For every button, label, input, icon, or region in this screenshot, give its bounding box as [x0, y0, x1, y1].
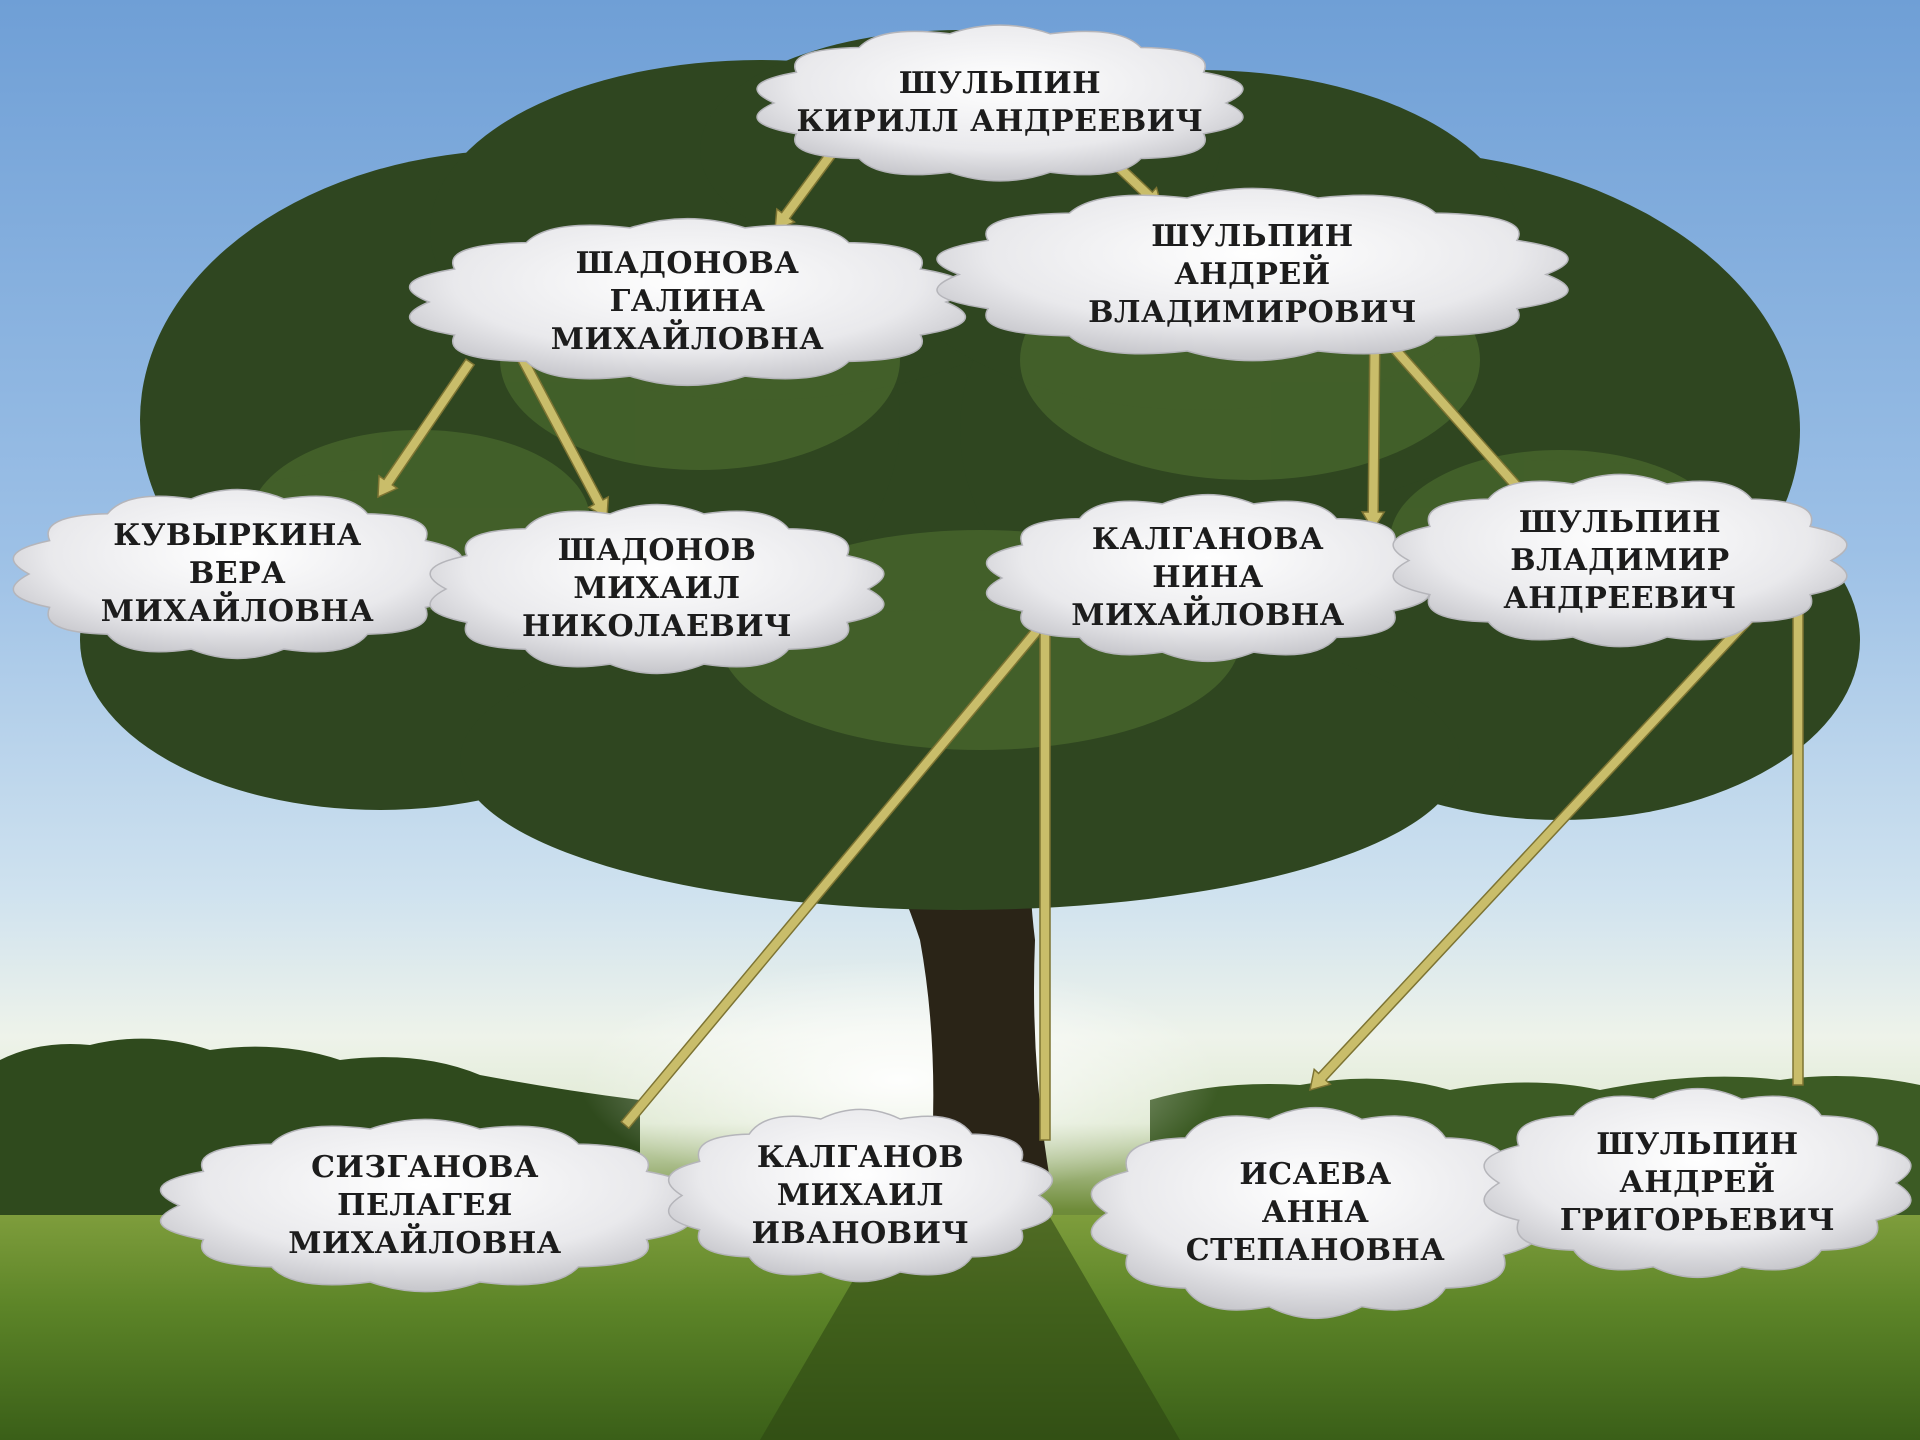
name-line: КИРИЛЛ АНДРЕЕВИЧ: [796, 104, 1204, 139]
name-line: ГРИГОРЬЕВИЧ: [1559, 1203, 1836, 1238]
cloud-shape: [408, 217, 967, 387]
name-line: ИСАЕВА: [1239, 1157, 1392, 1192]
name-line: АННА: [1261, 1195, 1370, 1230]
connector-arrow: [377, 358, 476, 499]
connector-arrow: [516, 354, 610, 520]
name-line: ШАДОНОВ: [557, 533, 757, 568]
cloud-shape: [985, 493, 1431, 663]
name-line: ВЛАДИМИР: [1510, 542, 1730, 578]
cloud-shape: [1090, 1106, 1541, 1320]
name-line: НИКОЛАЕВИЧ: [521, 609, 793, 644]
cloud-shape: [159, 1118, 691, 1293]
cloud-shape: [668, 1108, 1053, 1283]
name-line: МИХАЙЛОВНА: [1071, 598, 1345, 633]
connector-arrow: [1309, 548, 1815, 1092]
connector-arrow: [1039, 624, 1051, 1141]
name-line: МИХАЙЛОВНА: [550, 322, 825, 357]
name-line: АНДРЕЕВИЧ: [1503, 580, 1737, 616]
name-line: СТЕПАНОВНА: [1185, 1233, 1446, 1268]
name-line: МИХАЙЛОВНА: [288, 1225, 562, 1261]
name-line: АНДРЕЙ: [1174, 256, 1331, 292]
name-line: ПЕЛАГЕЯ: [337, 1187, 513, 1223]
name-line: ГАЛИНА: [609, 284, 766, 319]
cloud-shape: [1392, 473, 1848, 648]
name-line: ВЕРА: [188, 556, 287, 591]
name-line: ШУЛЬПИН: [1596, 1127, 1799, 1162]
name-line: МИХАЙЛОВНА: [100, 594, 375, 629]
name-line: КУВЫРКИНА: [113, 518, 362, 553]
name-line: ШУЛЬПИН: [898, 66, 1102, 101]
cloud-shape: [936, 187, 1569, 362]
cloud-shape: [12, 488, 463, 660]
name-line: НИНА: [1152, 560, 1264, 595]
name-line: ВЛАДИМИРОВИЧ: [1088, 294, 1417, 330]
name-line: АНДРЕЙ: [1619, 1165, 1776, 1200]
cloud-shape: [1483, 1087, 1912, 1279]
name-line: МИХАИЛ: [776, 1177, 945, 1213]
name-line: КАЛГАНОВ: [756, 1139, 965, 1175]
name-line: ШУЛЬПИН: [1518, 504, 1722, 540]
connector-arrow: [620, 610, 1055, 1130]
name-line: МИХАИЛ: [573, 571, 741, 606]
cloud-shape: [429, 503, 885, 675]
name-line: ИВАНОВИЧ: [751, 1215, 970, 1251]
name-line: СИЗГАНОВА: [311, 1149, 539, 1185]
name-line: ШУЛЬПИН: [1151, 218, 1354, 254]
name-line: КАЛГАНОВА: [1091, 522, 1325, 557]
cloud-shape: [756, 24, 1244, 182]
name-line: ШАДОНОВА: [575, 246, 800, 281]
